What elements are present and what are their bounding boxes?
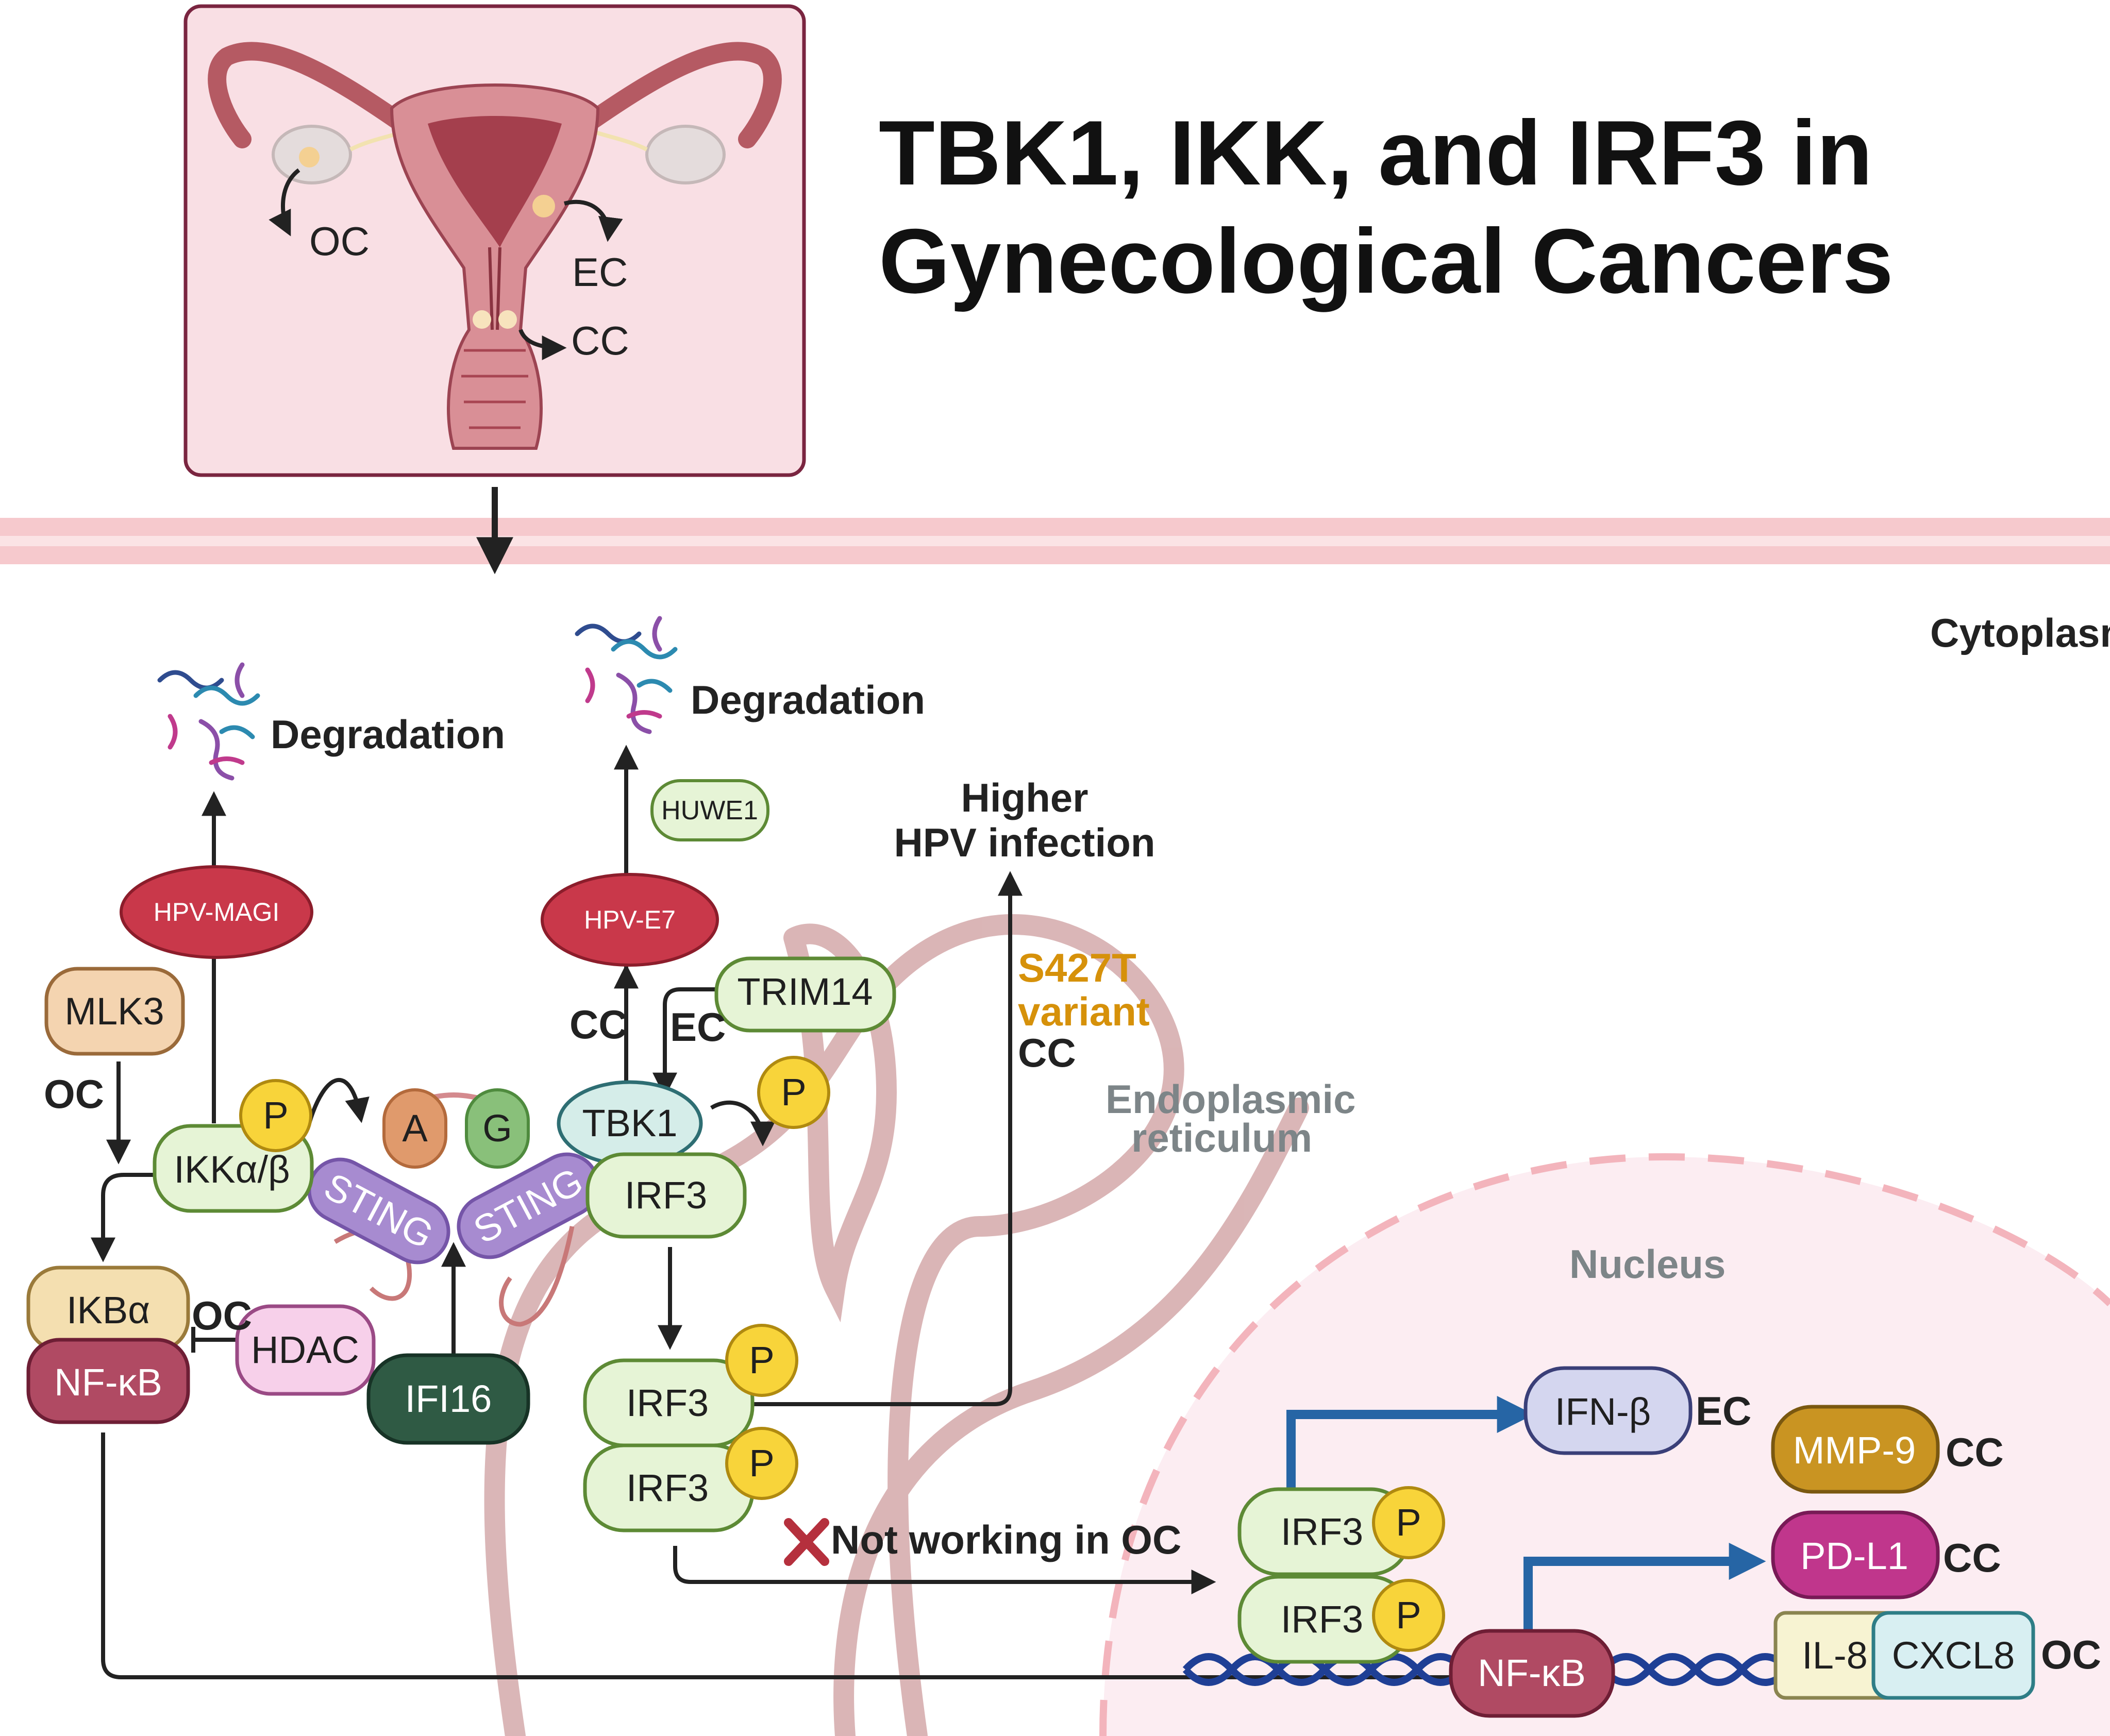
label-cc-pdl1: CC (1943, 1535, 2001, 1580)
nfkb-cytoplasm: NF-κB (26, 1338, 190, 1424)
label-oc-mlk3: OC (44, 1071, 104, 1117)
svg-text:HDAC: HDAC (251, 1328, 359, 1371)
svg-text:TRIM14: TRIM14 (737, 970, 873, 1013)
uterus-body (390, 83, 600, 450)
svg-text:P: P (1396, 1501, 1421, 1544)
uterus-inset: OC EC CC (183, 4, 806, 477)
irf3-bound: IRF3 (585, 1152, 747, 1239)
ikba: IKBα (26, 1266, 190, 1352)
cc-arrow (518, 329, 567, 360)
huwe1: HUWE1 (650, 779, 769, 841)
mlk3: MLK3 (44, 967, 185, 1056)
fallopian-tube-right (578, 42, 782, 148)
degradation-fragments-right (575, 616, 678, 734)
cxcl8: CXCL8 (1871, 1611, 2035, 1700)
ifn-beta: IFN-β (1523, 1366, 1693, 1455)
svg-text:IFI16: IFI16 (405, 1377, 492, 1420)
svg-text:HUWE1: HUWE1 (661, 796, 758, 825)
svg-text:P: P (1396, 1594, 1421, 1637)
irf3-phospho-1: IRF3 (583, 1358, 755, 1447)
ovary-right (645, 125, 726, 184)
inset-label-ec: EC (572, 249, 628, 295)
label-cc-mmp9: CC (1946, 1429, 2004, 1475)
phosphate-nuclear-2: P (1372, 1579, 1445, 1652)
ec-arrow (563, 199, 623, 242)
not-working-in-oc: Not working in OC (831, 1517, 1181, 1562)
phosphate-irf3-2: P (725, 1427, 798, 1500)
svg-text:NF-κB: NF-κB (1478, 1651, 1586, 1694)
s427t-variant-line1: S427T (1018, 945, 1136, 990)
svg-text:HPV-E7: HPV-E7 (584, 905, 676, 934)
svg-text:HPV-MAGI: HPV-MAGI (154, 898, 279, 926)
higher-hpv-line2: HPV infection (894, 820, 1155, 865)
svg-text:CXCL8: CXCL8 (1892, 1634, 2015, 1677)
svg-text:NF-κB: NF-κB (54, 1361, 162, 1404)
cell-membrane (0, 518, 2110, 564)
svg-text:G: G (482, 1107, 512, 1150)
higher-hpv-line1: Higher (961, 775, 1088, 820)
er-label-line1: Endoplasmic (1106, 1076, 1355, 1122)
degradation-label-left: Degradation (271, 712, 505, 757)
nfkb-nuclear: NF-κB (1449, 1629, 1615, 1718)
svg-text:P: P (263, 1094, 288, 1137)
svg-text:P: P (781, 1071, 806, 1114)
svg-text:IKKα/β: IKKα/β (174, 1148, 290, 1191)
phosphate-irf3-1: P (725, 1324, 798, 1397)
label-oc-hdac: OC (192, 1293, 252, 1338)
hdac: HDAC (235, 1304, 376, 1396)
svg-text:TBK1: TBK1 (582, 1102, 677, 1144)
tbk1: TBK1 (557, 1080, 703, 1167)
svg-text:IRF3: IRF3 (625, 1174, 707, 1217)
label-ec-ifnb: EC (1696, 1388, 1751, 1434)
trim14: TRIM14 (714, 956, 896, 1033)
inset-label-cc: CC (571, 318, 629, 363)
svg-text:IRF3: IRF3 (626, 1467, 709, 1509)
svg-text:IFN-β: IFN-β (1555, 1390, 1651, 1433)
phosphate-ikk: P (239, 1079, 312, 1152)
svg-text:IRF3: IRF3 (1281, 1510, 1363, 1553)
fallopian-tube-left (208, 42, 411, 148)
svg-text:MLK3: MLK3 (64, 990, 164, 1033)
not-working-x-icon (784, 1518, 829, 1566)
degradation-fragments-left (157, 662, 260, 781)
irf3-phospho-2: IRF3 (583, 1443, 755, 1532)
title-line2: Gynecological Cancers (879, 210, 1894, 312)
cytoplasm-label: Cytoplasm (1930, 610, 2110, 655)
label-cc-tbk1: CC (570, 1002, 628, 1047)
mmp-9: MMP-9 (1771, 1405, 1940, 1494)
svg-text:P: P (749, 1442, 774, 1485)
irf3-nuclear-1: IRF3 (1237, 1487, 1412, 1576)
oc-arrow (269, 168, 300, 237)
s427t-variant-line2: variant (1018, 989, 1150, 1034)
label-oc-il8: OC (2041, 1632, 2101, 1677)
svg-text:P: P (749, 1339, 774, 1381)
nucleus-label: Nucleus (1569, 1241, 1726, 1287)
inset-label-oc: OC (309, 218, 370, 264)
degradation-label-right: Degradation (691, 677, 925, 722)
irf3-nuclear-2: IRF3 (1237, 1575, 1412, 1664)
cgas-a (382, 1088, 447, 1169)
er-label-line2: reticulum (1131, 1115, 1312, 1160)
hpv-e7: HPV-E7 (541, 873, 719, 967)
svg-text:IRF3: IRF3 (626, 1381, 709, 1424)
title-line1: TBK1, IKK, and IRF3 in (879, 102, 1872, 204)
label-ec-trim14: EC (670, 1004, 726, 1050)
svg-text:IL-8: IL-8 (1802, 1634, 1868, 1677)
svg-text:PD-L1: PD-L1 (1800, 1535, 1908, 1577)
phosphate-nuclear-1: P (1372, 1486, 1445, 1559)
ifi16: IFI16 (366, 1353, 530, 1445)
arrows (91, 745, 1479, 1679)
activation-arrows (1286, 1396, 1766, 1639)
svg-text:IKBα: IKBα (66, 1289, 150, 1332)
cgas-g (465, 1088, 530, 1169)
svg-text:MMP-9: MMP-9 (1793, 1429, 1916, 1472)
svg-text:A: A (402, 1107, 428, 1150)
pd-l1: PD-L1 (1771, 1510, 1940, 1599)
svg-text:IRF3: IRF3 (1281, 1598, 1363, 1641)
phosphate-free: P (757, 1056, 830, 1129)
hpv-magi: HPV-MAGI (120, 865, 313, 959)
label-cc-variant: CC (1018, 1030, 1076, 1075)
